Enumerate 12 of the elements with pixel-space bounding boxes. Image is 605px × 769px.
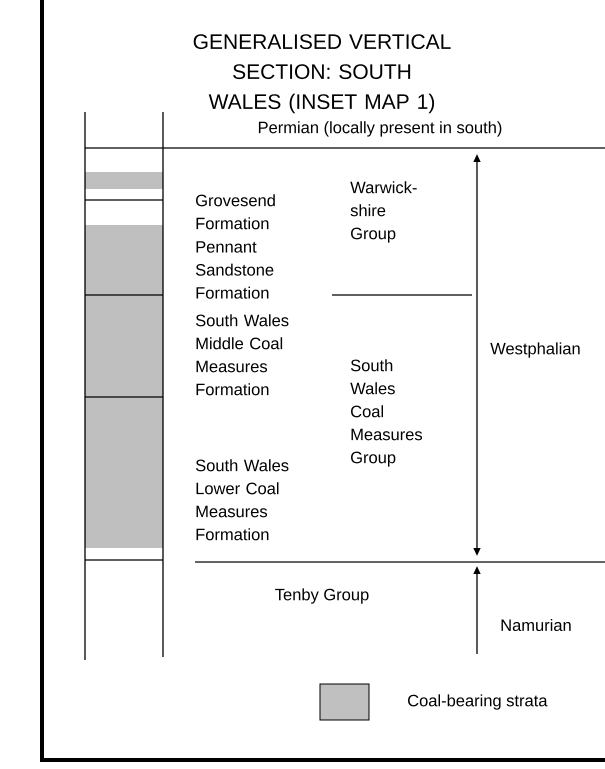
group-label: Warwick- shire Group bbox=[350, 181, 417, 243]
formation-label: South Wales Lower Coal Measures Formation bbox=[196, 459, 288, 540]
group-label: Tenby Group bbox=[275, 588, 369, 604]
formation-label: Grovesend Formation bbox=[196, 194, 275, 230]
stage-label: Westphalian bbox=[490, 342, 580, 358]
group-label: South Wales Coal Measures Group bbox=[350, 359, 422, 467]
formation-label: South Wales Middle Coal Measures Formation bbox=[196, 314, 288, 396]
title: GENERALISED VERTICAL SECTION: SOUTH WALES (INSET MAP 1) bbox=[194, 34, 451, 114]
stage-label: Namurian bbox=[502, 618, 571, 632]
legend-label: Coal-bearing strata bbox=[408, 694, 548, 710]
period-label: Permian (locally present in south) bbox=[258, 121, 502, 137]
formation-label: Pennant Sandstone Formation bbox=[196, 241, 274, 299]
